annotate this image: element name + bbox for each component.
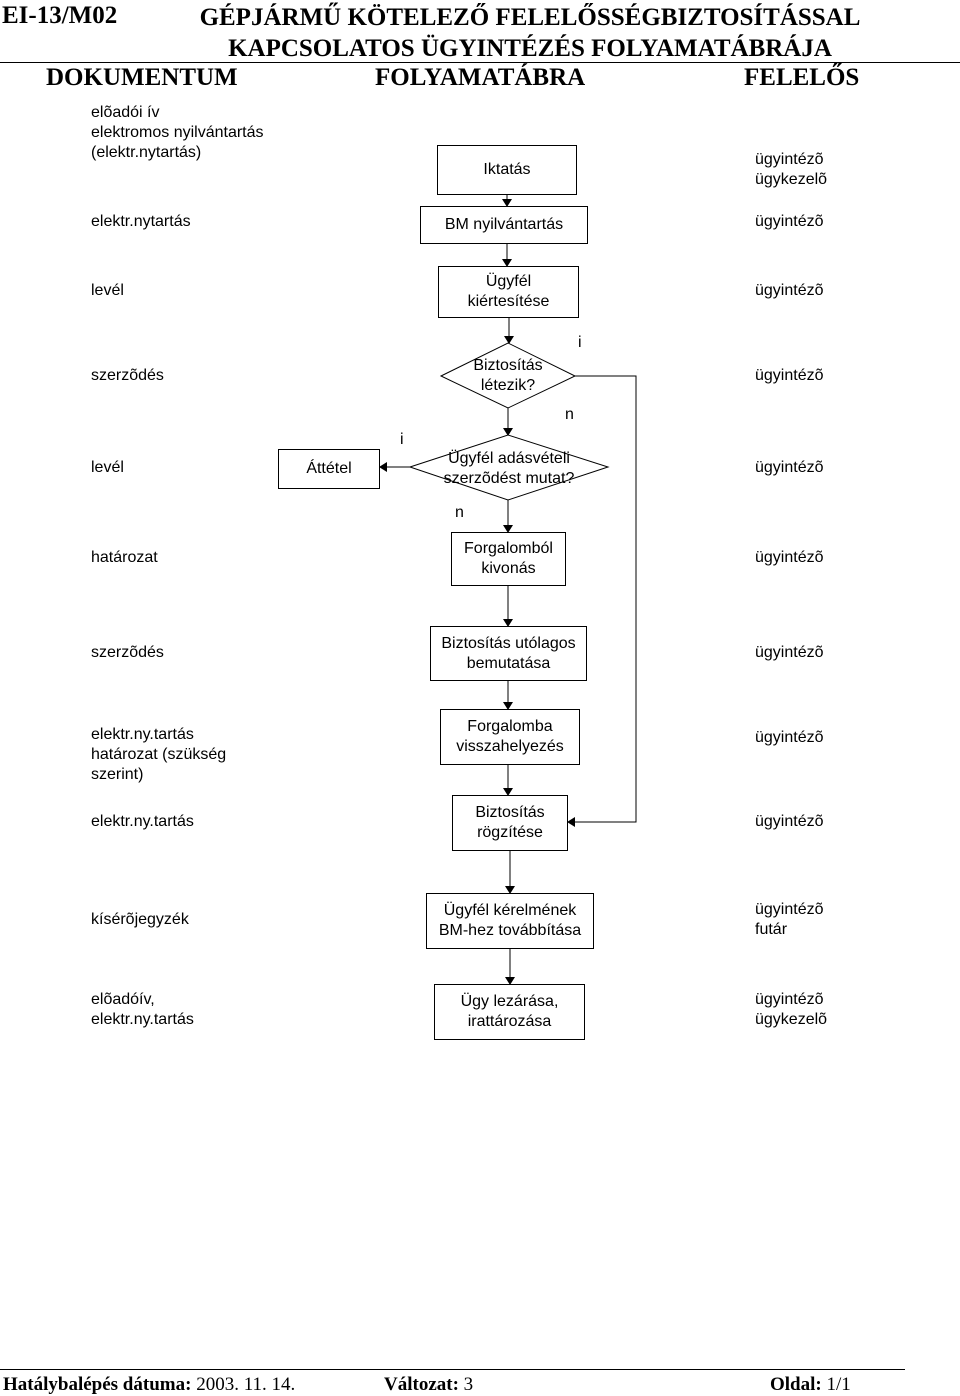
process-label: Ügyfél kérelmének BM-hez továbbítása xyxy=(438,902,582,939)
column-header-responsible: FELELŐS xyxy=(744,64,860,91)
document-row-8: elektr.ny.tartás határozat (szükség szer… xyxy=(91,726,227,783)
footer-page-value: 1/1 xyxy=(826,1374,851,1395)
responsible-row-9: ügyintézõ xyxy=(755,813,824,830)
document-row-5: levél xyxy=(91,459,124,476)
column-header-document: DOKUMENTUM xyxy=(46,64,238,91)
responsible-row-2: ügyintézõ xyxy=(755,213,824,230)
title-line-1: GÉPJÁRMŰ KÖTELEZŐ FELELŐSSÉGBIZTOSÍTÁSSA… xyxy=(199,4,861,31)
footer-version-value: 3 xyxy=(463,1374,474,1395)
process-ugyfel-kiertesitese: Ügyfél kiértesítése xyxy=(438,266,579,318)
document-row-6: határozat xyxy=(91,549,158,566)
process-ugy-lezarasa: Ügy lezárása, irattározása xyxy=(434,984,585,1040)
process-label: Biztosítás utólagos bemutatása xyxy=(441,634,576,672)
document-row-11: elõadóív, elektr.ny.tartás xyxy=(91,991,194,1028)
header-divider xyxy=(0,62,960,63)
process-attetel: Áttétel xyxy=(278,449,380,489)
responsible-row-11: ügyintézõ ügykezelõ xyxy=(755,991,828,1028)
process-label: Iktatás xyxy=(483,161,531,178)
process-iktatas: Iktatás xyxy=(437,145,577,195)
branch-label-no-1: n xyxy=(565,406,574,423)
process-bm-nyilvantartas: BM nyilvántartás xyxy=(420,206,588,244)
document-row-2: elektr.nytartás xyxy=(91,213,191,230)
document-code: EI-13/M02 xyxy=(2,2,118,29)
responsible-row-1: ügyintézõ ügykezelõ xyxy=(755,151,828,188)
process-label: Áttétel xyxy=(306,460,352,477)
footer-date-label: Hatálybalépés dátuma: xyxy=(3,1374,192,1395)
footer-date-value: 2003. 11. 14. xyxy=(196,1374,296,1395)
decision-diamond-2 xyxy=(408,434,610,501)
responsible-row-5: ügyintézõ xyxy=(755,459,824,476)
document-row-7: szerzõdés xyxy=(91,644,164,661)
document-title: GÉPJÁRMŰ KÖTELEZŐ FELELŐSSÉGBIZTOSÍTÁSSA… xyxy=(170,2,890,64)
footer-effective-date: Hatálybalépés dátuma: 2003. 11. 14. xyxy=(3,1374,295,1396)
process-biztositas-utolagos-bemutatasa: Biztosítás utólagos bemutatása xyxy=(430,626,587,681)
process-label: Biztosítás rögzítése xyxy=(475,804,545,841)
process-bm-hez-tovabbitas: Ügyfél kérelmének BM-hez továbbítása xyxy=(426,893,594,949)
footer-page-label: Oldal: xyxy=(770,1374,822,1395)
process-label: Forgalomba visszahelyezés xyxy=(456,718,564,755)
document-row-1: elõadói ív elektromos nyilvántartás (ele… xyxy=(91,104,264,161)
footer-divider xyxy=(0,1369,905,1370)
responsible-row-6: ügyintézõ xyxy=(755,549,824,566)
process-label: Ügy lezárása, irattározása xyxy=(460,993,559,1030)
responsible-row-7: ügyintézõ xyxy=(755,644,824,661)
responsible-row-4: ügyintézõ xyxy=(755,367,824,384)
footer-version: Változat: 3 xyxy=(384,1374,473,1396)
document-row-3: levél xyxy=(91,282,124,299)
footer-version-label: Változat: xyxy=(384,1374,459,1395)
decision-diamond-1 xyxy=(439,342,577,409)
title-line-2: KAPCSOLATOS ÜGYINTÉZÉS FOLYAMATÁBRÁJA xyxy=(228,35,832,62)
branch-label-yes-2: i xyxy=(400,431,404,448)
process-forgalombol-kivonas: Forgalomból kivonás xyxy=(451,532,566,586)
process-label: BM nyilvántartás xyxy=(444,216,564,233)
responsible-row-3: ügyintézõ xyxy=(755,282,824,299)
process-forgalomba-visszahelyezes: Forgalomba visszahelyezés xyxy=(440,709,580,765)
process-label: Forgalomból kivonás xyxy=(464,540,553,577)
footer-page: Oldal: 1/1 xyxy=(770,1374,851,1396)
column-header-flowchart: FOLYAMATÁBRA xyxy=(375,64,586,91)
process-biztositas-rogzitese: Biztosítás rögzítése xyxy=(452,795,568,851)
branch-label-yes-1: i xyxy=(578,334,582,351)
document-row-4: szerzõdés xyxy=(91,367,164,384)
process-label: Ügyfél kiértesítése xyxy=(467,273,550,310)
decision-biztositas-letezik: Biztosítás létezik? xyxy=(473,357,543,394)
document-row-9: elektr.ny.tartás xyxy=(91,813,194,830)
responsible-row-10: ügyintézõ futár xyxy=(755,901,824,938)
connector-yes-1 xyxy=(567,375,637,827)
responsible-row-8: ügyintézõ xyxy=(755,729,824,746)
decision-adasveteli-szerzodes: Ügyfél adásvételi szerzõdést mutat? xyxy=(443,450,575,487)
document-row-10: kísérõjegyzék xyxy=(91,911,189,928)
branch-label-no-2: n xyxy=(455,504,464,521)
